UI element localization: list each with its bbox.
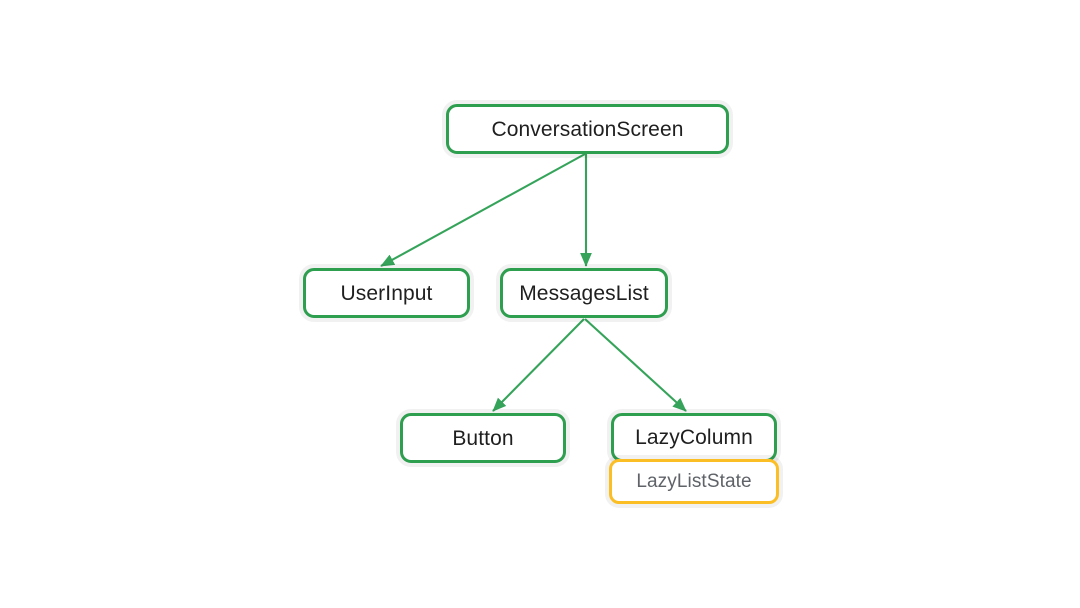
node-lazyliststate[interactable]: LazyListState xyxy=(609,459,779,504)
node-label-button: Button xyxy=(452,426,514,450)
node-conversationscreen[interactable]: ConversationScreen xyxy=(446,104,729,154)
node-lazycolumn[interactable]: LazyColumn xyxy=(611,413,777,462)
node-label-lazycolumn: LazyColumn xyxy=(635,426,753,449)
node-button[interactable]: Button xyxy=(400,413,566,463)
node-userinput[interactable]: UserInput xyxy=(303,268,470,318)
node-label-messageslist: MessagesList xyxy=(519,281,649,305)
edge-messageslist-to-button xyxy=(492,318,585,412)
node-label-conversationscreen: ConversationScreen xyxy=(491,117,684,141)
edge-messageslist-to-lazycolumn xyxy=(584,318,687,412)
node-messageslist[interactable]: MessagesList xyxy=(500,268,668,318)
edge-conversationscreen-to-userinput xyxy=(380,153,586,267)
node-label-userinput: UserInput xyxy=(340,281,433,305)
node-label-lazyliststate: LazyListState xyxy=(636,471,752,492)
